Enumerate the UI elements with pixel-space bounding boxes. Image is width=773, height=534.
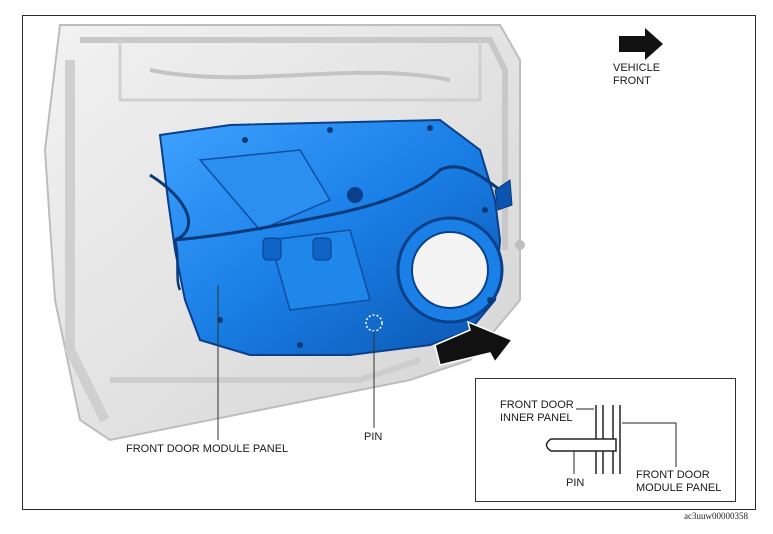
- pin-detail-drawing: [545, 405, 677, 474]
- module-panel-label: FRONT DOOR MODULE PANEL: [126, 443, 289, 455]
- figure-code: ac3uuw00000358: [684, 511, 748, 521]
- pin-detail-inset: FRONT DOOR INNER PANEL PIN FRONT DOOR MO…: [475, 378, 736, 502]
- arrow-right-icon: [619, 28, 663, 60]
- vehicle-front-label: VEHICLE FRONT: [613, 62, 661, 87]
- inset-inner-panel-label: FRONT DOOR INNER PANEL: [500, 399, 574, 424]
- module-panel-illustration: [149, 118, 513, 356]
- inset-pin-label: PIN: [566, 477, 585, 489]
- inset-module-panel-label: FRONT DOOR MODULE PANEL: [636, 469, 722, 494]
- pin-label: PIN: [364, 431, 383, 443]
- removal-arrow-icon: [434, 320, 514, 366]
